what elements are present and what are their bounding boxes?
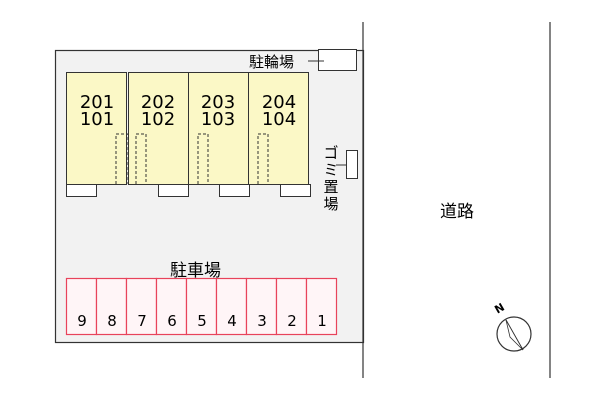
parking-label: 駐車場 [170,261,221,281]
parking-space-number: 8 [107,312,117,330]
parking-space [185,277,218,336]
garbage-area-label: ゴミ置場 [323,144,339,213]
stair-outline [135,133,147,184]
bicycle-parking-label: 駐輪場 [249,53,295,71]
apartment-building [66,72,311,197]
unit-number-upper: 202 [140,92,176,113]
road-label: 道路 [440,202,474,222]
parking-space-number: 1 [317,312,327,330]
bicycle-parking-area [318,49,357,71]
unit-number-upper: 203 [200,92,236,113]
parking-spaces [65,277,338,336]
parking-space-number: 3 [257,312,267,330]
garbage-area [346,150,358,179]
parking-space [125,277,158,336]
unit-number-lower: 104 [261,109,297,130]
parking-space-number: 9 [77,312,87,330]
unit-number-upper: 201 [79,92,115,113]
parking-space [215,277,248,336]
stair-outline [257,133,269,184]
stair-outline [115,133,129,184]
parking-space-number: 7 [137,312,147,330]
unit-step [280,184,311,197]
unit-step [158,184,189,197]
unit-number-lower: 103 [200,109,236,130]
unit-step [219,184,250,197]
parking-space [275,277,308,336]
north-arrow-icon [496,316,532,352]
unit-block [66,72,127,185]
unit-number-lower: 101 [79,109,115,130]
parking-space-number: 4 [227,312,237,330]
unit-block [248,72,309,185]
unit-number-upper: 204 [261,92,297,113]
parking-space [305,277,338,336]
unit-number-lower: 102 [140,109,176,130]
parking-space-number: 2 [287,312,297,330]
parking-space [65,277,98,336]
unit-step [66,184,97,197]
stair-outline [197,133,209,184]
parking-space-number: 6 [167,312,177,330]
unit-block [188,72,249,185]
parking-space-number: 5 [197,312,207,330]
unit-block [128,72,189,185]
